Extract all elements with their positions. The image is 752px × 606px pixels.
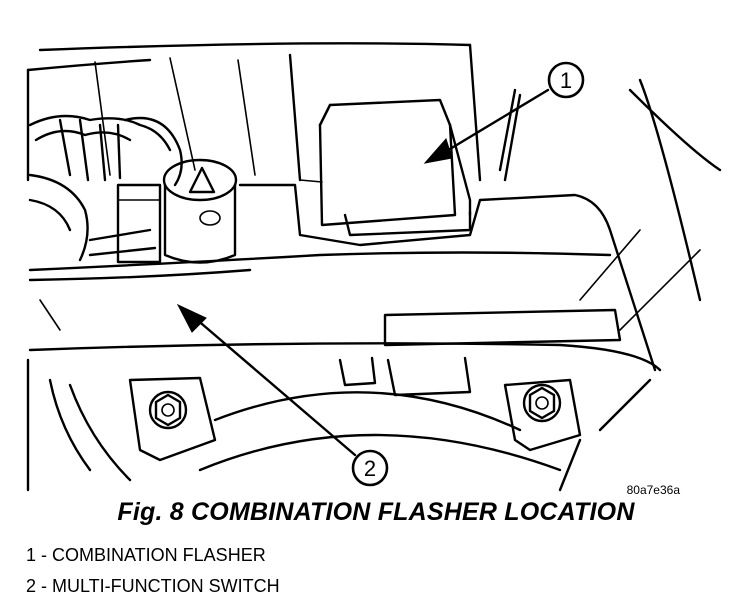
combination-flasher (299, 98, 472, 237)
column-shroud (28, 183, 662, 397)
callout-1: 1 (547, 61, 585, 99)
figure-caption: Fig. 8 COMBINATION FLASHER LOCATION (117, 498, 635, 526)
flasher-location-diagram: 1 2 80a7e36a (26, 42, 722, 497)
legend-item-2: 2 - MULTI-FUNCTION SWITCH (26, 576, 280, 596)
callout-arrow-2 (176, 303, 357, 457)
dash-outline (26, 42, 722, 331)
callout-1-number: 1 (560, 68, 572, 93)
hazard-switch (162, 158, 238, 264)
bracket-left (128, 376, 217, 462)
bracket-right (503, 378, 582, 452)
wiring-harness (28, 114, 183, 262)
legend-item-1: 1 - COMBINATION FLASHER (26, 545, 266, 565)
connector-block (116, 183, 162, 264)
callout-2: 2 (351, 449, 389, 487)
callout-2-number: 2 (364, 456, 376, 481)
callout-arrow-1 (423, 88, 550, 164)
figure-code: 80a7e36a (627, 483, 681, 497)
lower-column (26, 358, 652, 492)
